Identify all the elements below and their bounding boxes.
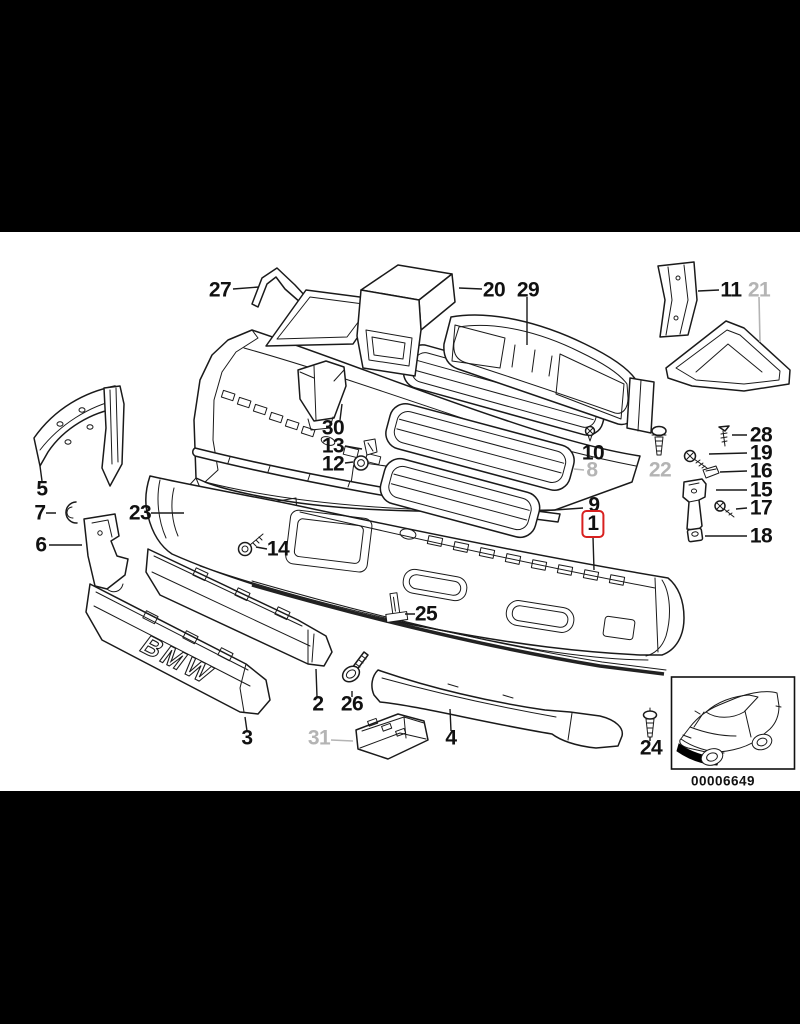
part-18-clip-nut [686, 527, 704, 543]
part-2-absorber [145, 548, 333, 667]
part-20-air-duct [356, 264, 456, 377]
part-16-clip [702, 465, 720, 479]
parts-line-art: BMW [33, 261, 796, 770]
part-label-15[interactable]: 15 [749, 478, 773, 502]
part-30-wedge-bracket [297, 360, 347, 431]
part-label-16[interactable]: 16 [749, 459, 773, 483]
part-28-screw [718, 425, 730, 447]
part-31-cover-box [355, 713, 429, 760]
center-grille-lower [379, 457, 541, 539]
part-10-screw [584, 425, 596, 442]
part-22-rivet [651, 425, 667, 456]
bumper-insert-strip [251, 580, 667, 676]
part-21-tray [665, 320, 791, 392]
part-label-28[interactable]: 28 [749, 423, 773, 447]
leader-lines-muted [330, 296, 761, 742]
diagram-canvas: BMW [0, 232, 800, 791]
part-5-side-molding [33, 385, 125, 487]
part-label-17[interactable]: 17 [749, 496, 773, 520]
car-sketch [676, 691, 782, 766]
part-label-11[interactable]: 11 [720, 278, 742, 302]
part-label-21[interactable]: 21 [747, 278, 771, 302]
part-label-18[interactable]: 18 [749, 524, 773, 548]
part-label-3[interactable]: 3 [241, 726, 253, 750]
part-label-30[interactable]: 30 [321, 416, 345, 440]
part-17-screw [714, 500, 735, 518]
part-label-31[interactable]: 31 [307, 726, 331, 750]
part-label-5[interactable]: 5 [36, 477, 48, 501]
part-label-12[interactable]: 12 [321, 452, 345, 476]
part-label-10[interactable]: 10 [581, 441, 605, 465]
center-grille-middle [385, 403, 575, 491]
part-7-clamp [65, 501, 78, 524]
part-6-bracket [83, 513, 129, 593]
part-label-24[interactable]: 24 [639, 736, 663, 760]
vehicle-inset [670, 676, 796, 770]
part-label-25[interactable]: 25 [414, 602, 438, 626]
part-label-22[interactable]: 22 [648, 458, 672, 482]
part-label-27[interactable]: 27 [208, 278, 232, 302]
part-29-mesh-grille [443, 314, 655, 434]
part-label-6[interactable]: 6 [35, 533, 47, 557]
part-25-clip [385, 592, 409, 623]
part-label-20[interactable]: 20 [482, 278, 506, 302]
part-label-19[interactable]: 19 [749, 441, 773, 465]
part-label-7[interactable]: 7 [34, 501, 46, 525]
part-label-8[interactable]: 8 [586, 458, 598, 482]
part-label-23[interactable]: 23 [128, 501, 152, 525]
part-11-bracket [657, 261, 698, 338]
part-label-1[interactable]: 1 [581, 510, 605, 538]
part-13-clip [363, 438, 378, 456]
part-label-29[interactable]: 29 [516, 278, 540, 302]
part-label-14[interactable]: 14 [266, 537, 290, 561]
part-label-13[interactable]: 13 [321, 434, 345, 458]
part-15-bracket [682, 478, 707, 532]
part-24-rivet [642, 707, 658, 738]
part-label-9[interactable]: 9 [588, 493, 600, 517]
part-14-screw [237, 533, 264, 557]
part-label-4[interactable]: 4 [445, 726, 457, 750]
part-12-nut [353, 455, 369, 471]
inset-image-code: 00006649 [690, 773, 756, 789]
leader-lines [39, 286, 748, 741]
part-19-screw [683, 449, 708, 469]
part-4-spoiler-lip [371, 669, 624, 749]
part-label-26[interactable]: 26 [340, 692, 364, 716]
part-label-2[interactable]: 2 [312, 692, 324, 716]
part-26-bolt [341, 651, 369, 683]
